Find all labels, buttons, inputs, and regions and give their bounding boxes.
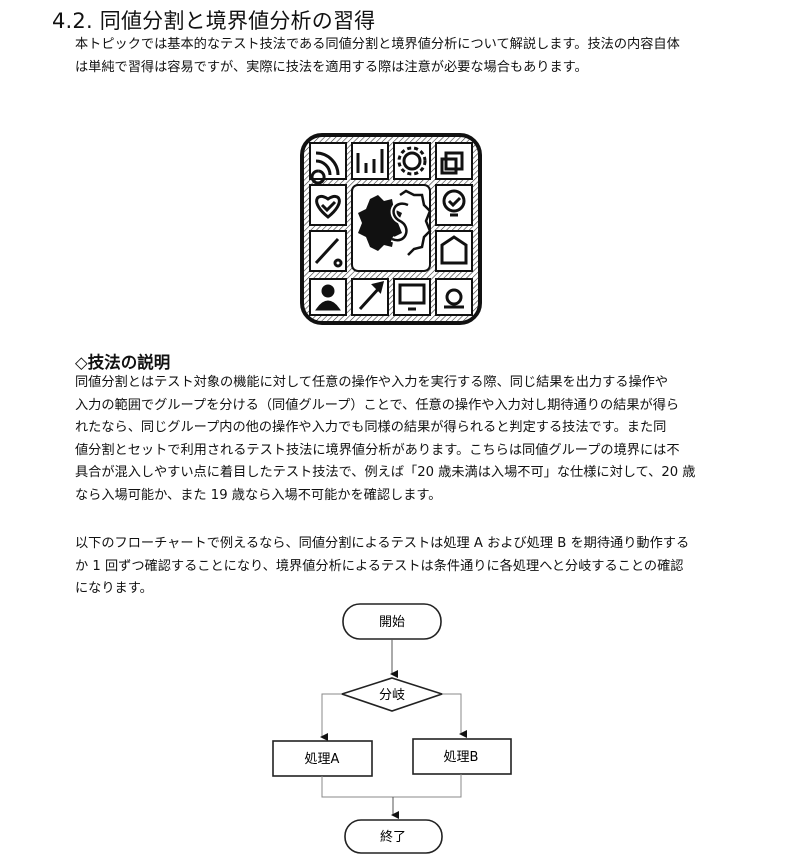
body-line: 以下のフローチャートで例えるなら、同値分割によるテストは処理 A および処理 B…	[75, 536, 690, 551]
flow-decision: 分岐	[339, 677, 445, 712]
svg-text:終了: 終了	[380, 829, 406, 845]
flow-process-a: 処理A	[272, 740, 373, 777]
flowchart-intro: 以下のフローチャートで例えるなら、同値分割によるテストは処理 A および処理 B…	[75, 533, 737, 601]
flowchart: 開始 分岐 処理A 処理B 終了	[272, 603, 512, 854]
body-line: なら入場可能か、また 19 歳なら入場不可能かを確認します。	[75, 487, 442, 503]
flow-process-b: 処理B	[412, 738, 512, 775]
body-line: れたなら、同じグループ内の他の操作や入力でも同様の結果が得られると判定する技法で…	[75, 420, 667, 435]
flow-start: 開始	[342, 603, 442, 640]
body-line: 具合が混入しやすい点に着目したテスト技法で、例えば「20 歳未満は入場不可」な仕…	[75, 465, 696, 480]
testing-techniques-icon	[300, 133, 482, 325]
technique-description: 同値分割とはテスト対象の機能に対して任意の操作や入力を実行する際、同じ結果を出力…	[75, 372, 737, 507]
section-title: 4.2. 同値分割と境界値分析の習得	[52, 9, 376, 33]
subsection-heading: ◇技法の説明	[75, 353, 171, 372]
svg-text:処理B: 処理B	[444, 750, 479, 765]
intro-paragraph: 本トピックでは基本的なテスト技法である同値分割と境界値分析について解説します。技…	[75, 34, 737, 79]
body-line: か 1 回ずつ確認することになり、境界値分析によるテストは条件通りに各処理へと分…	[75, 558, 684, 574]
svg-text:分岐: 分岐	[379, 688, 405, 703]
svg-text:処理A: 処理A	[305, 752, 340, 767]
body-line: 値分割とセットで利用されるテスト技法に境界値分析があります。こちらは同値グループ…	[75, 442, 680, 458]
intro-line: は単純で習得は容易ですが、実際に技法を適用する際は注意が必要な場合もあります。	[75, 59, 588, 75]
body-line: 同値分割とはテスト対象の機能に対して任意の操作や入力を実行する際、同じ結果を出力…	[75, 375, 669, 390]
intro-line: 本トピックでは基本的なテスト技法である同値分割と境界値分析について解説します。技…	[75, 37, 680, 52]
svg-text:開始: 開始	[379, 615, 405, 630]
body-line: 入力の範囲でグループを分ける（同値グループ）ことで、任意の操作や入力対し期待通り…	[75, 397, 680, 413]
body-line: になります。	[75, 581, 153, 596]
flow-end: 終了	[344, 819, 443, 854]
